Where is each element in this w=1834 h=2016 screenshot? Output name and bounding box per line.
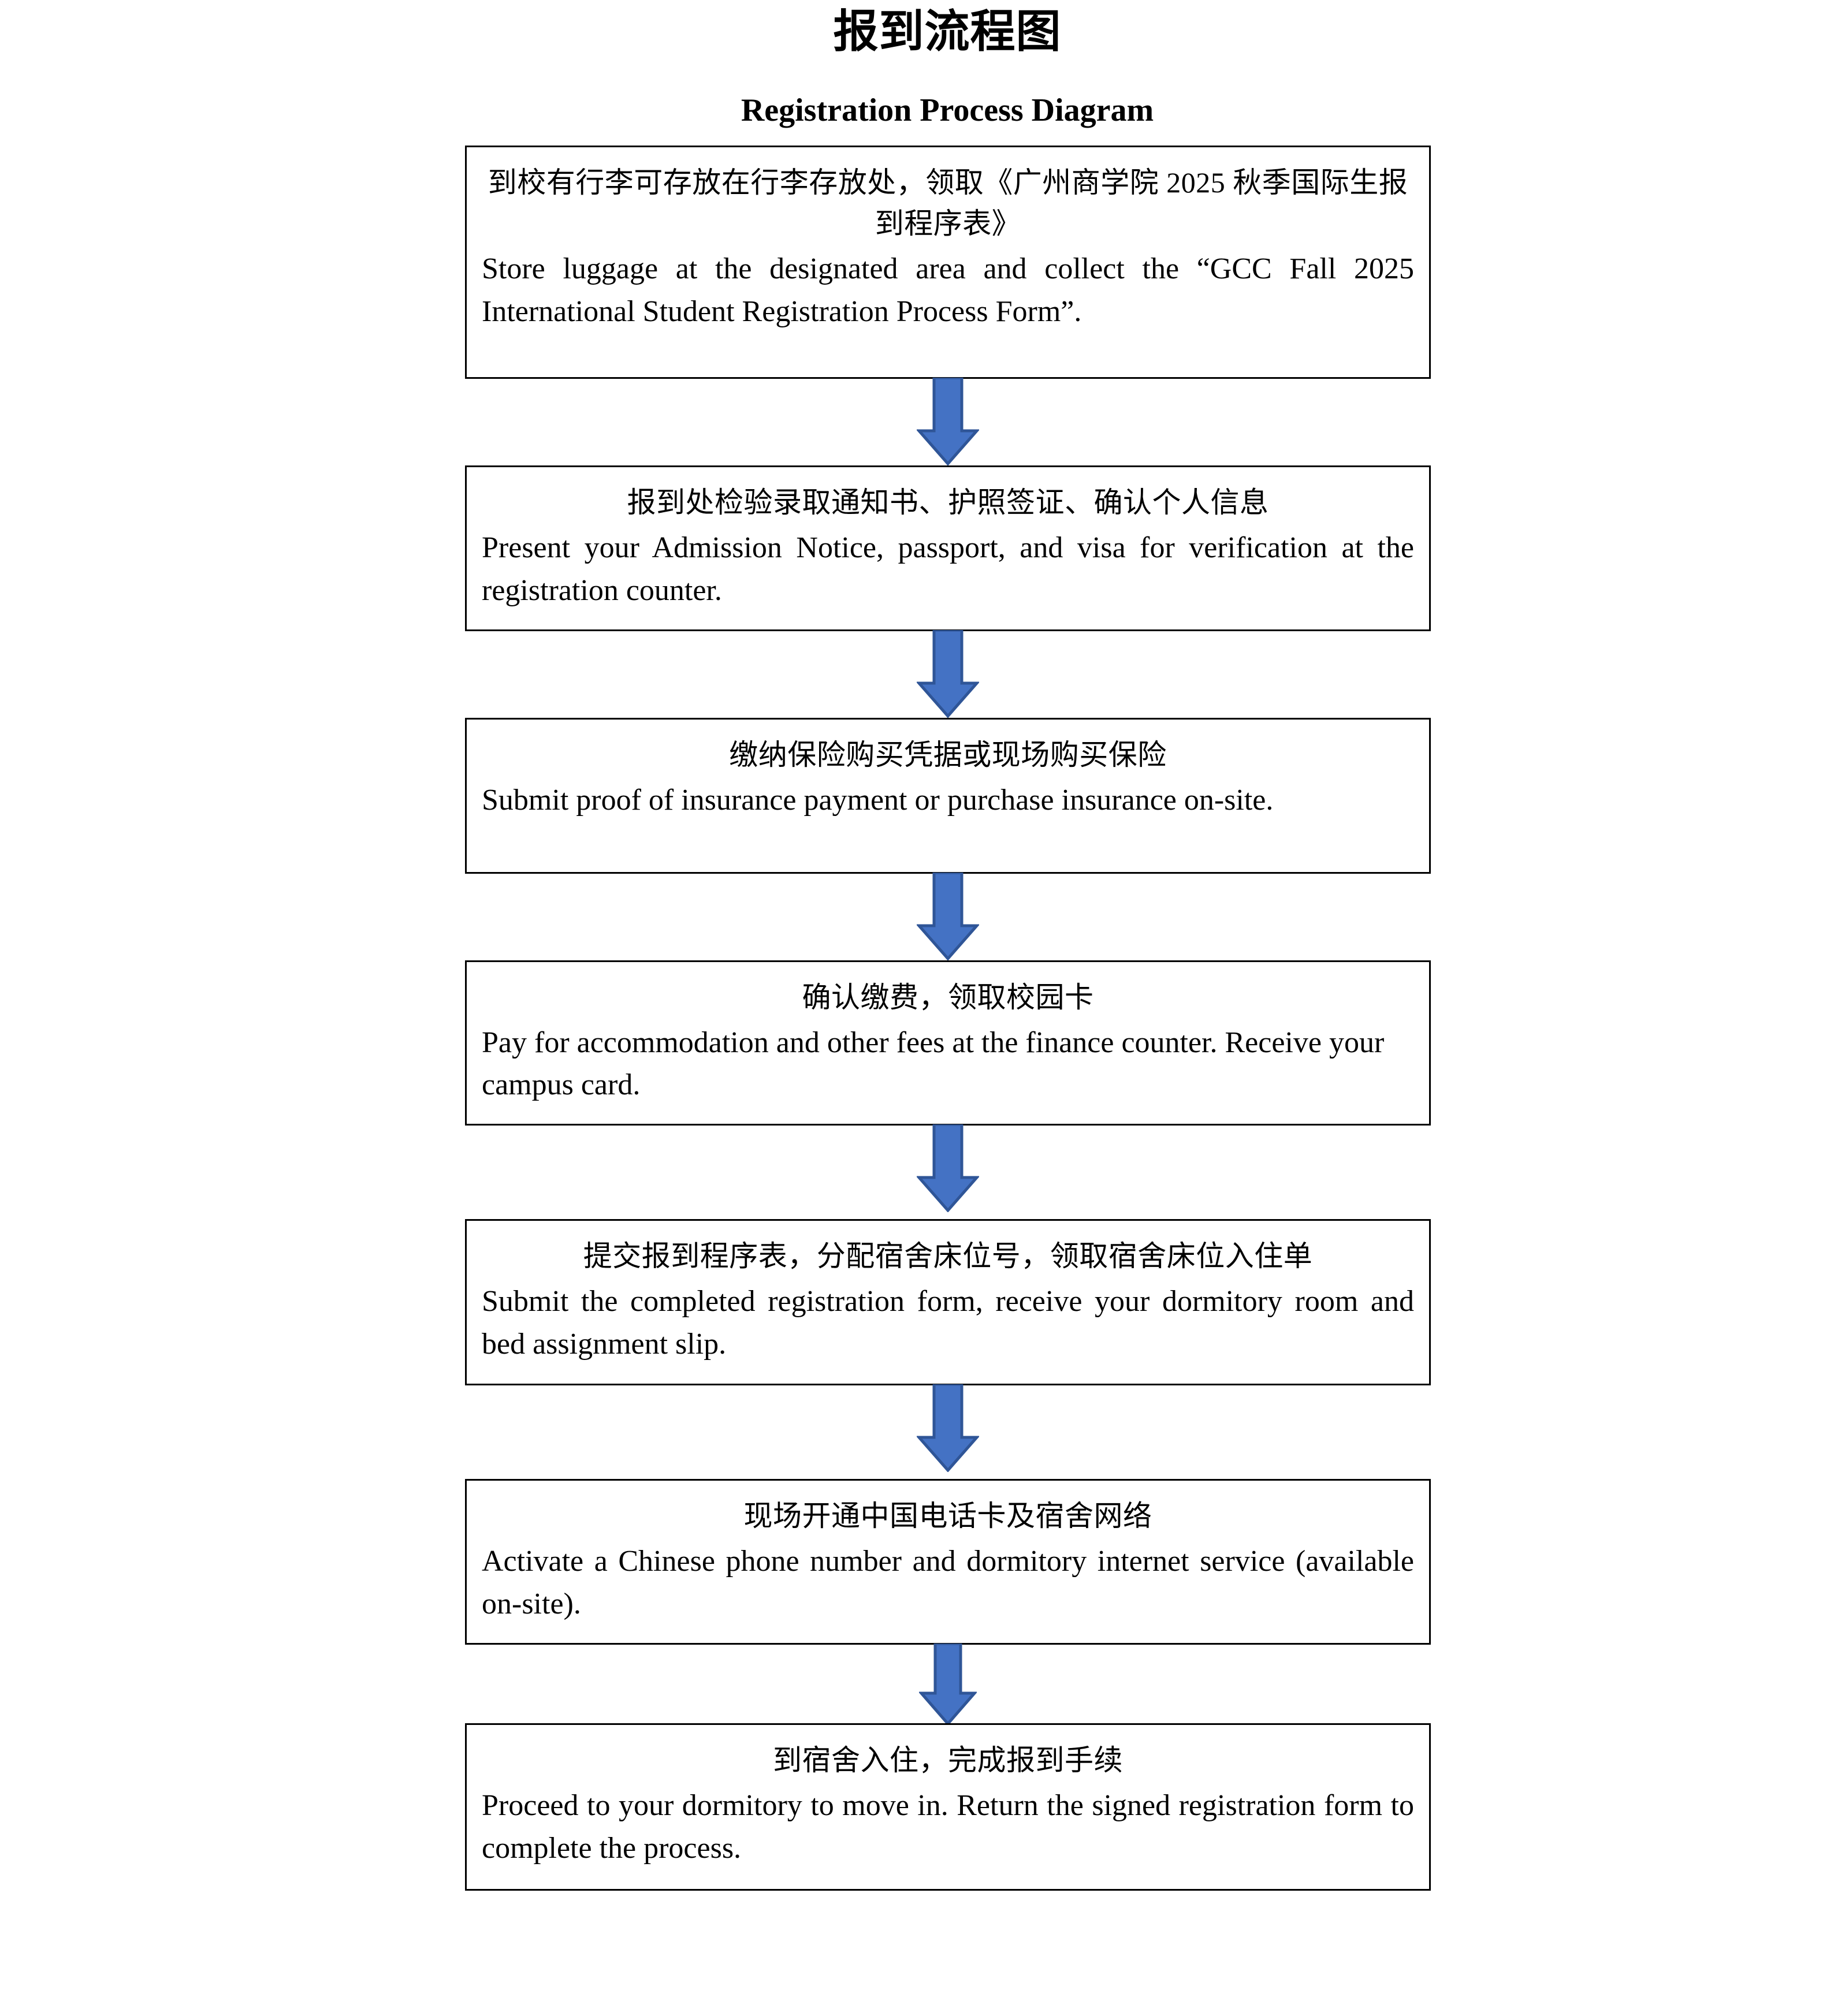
step-1-text-chinese: 到校有行李可存放在行李存放处，领取《广州商学院 2025 秋季国际生报到程序表》 <box>488 166 1408 240</box>
step-5-text-english: Submit the completed registration form, … <box>482 1285 1414 1361</box>
step-5-text-chinese: 提交报到程序表，分配宿舍床位号，领取宿舍床位入住单 <box>583 1240 1313 1273</box>
step-4-text-english: Pay for accommodation and other fees at … <box>482 1026 1385 1102</box>
step-2-text-chinese: 报到处检验录取通知书、护照签证、确认个人信息 <box>627 486 1269 519</box>
connector-3-to-4 <box>465 872 1431 960</box>
arrow-down-icon <box>917 1384 979 1473</box>
connector-2-to-3 <box>465 629 1431 718</box>
connector-5-to-6 <box>465 1384 1431 1479</box>
step-7-text-chinese: 到宿舍入住，完成报到手续 <box>773 1743 1123 1776</box>
connector-6-to-7 <box>465 1643 1431 1726</box>
process-step-7: 到宿舍入住，完成报到手续 Proceed to your dormitory t… <box>465 1723 1431 1891</box>
arrow-down-icon <box>919 1643 977 1726</box>
process-step-5: 提交报到程序表，分配宿舍床位号，领取宿舍床位入住单 Submit the com… <box>465 1219 1431 1386</box>
step-1-text-english: Store luggage at the designated area and… <box>482 252 1414 328</box>
step-6-text-english: Activate a Chinese phone number and dorm… <box>482 1545 1414 1621</box>
page-title-chinese: 报到流程图 <box>833 6 1062 57</box>
arrow-down-icon <box>917 872 979 960</box>
step-3-text-english: Submit proof of insurance payment or pur… <box>482 783 1274 817</box>
process-step-2: 报到处检验录取通知书、护照签证、确认个人信息 Present your Admi… <box>465 465 1431 631</box>
page-title-english: Registration Process Diagram <box>741 92 1154 128</box>
step-2-text-english: Present your Admission Notice, passport,… <box>482 531 1414 607</box>
step-6-text-chinese: 现场开通中国电话卡及宿舍网络 <box>743 1500 1152 1533</box>
step-4-text-chinese: 确认缴费，领取校园卡 <box>802 981 1094 1013</box>
connector-4-to-5 <box>465 1124 1431 1219</box>
arrow-down-icon <box>917 1124 979 1213</box>
process-step-1: 到校有行李可存放在行李存放处，领取《广州商学院 2025 秋季国际生报到程序表》… <box>465 146 1431 379</box>
process-step-6: 现场开通中国电话卡及宿舍网络 Activate a Chinese phone … <box>465 1479 1431 1645</box>
connector-1-to-2 <box>465 378 1431 465</box>
process-flow-column: 到校有行李可存放在行李存放处，领取《广州商学院 2025 秋季国际生报到程序表》… <box>465 146 1431 1891</box>
arrow-down-icon <box>917 378 979 465</box>
process-step-3: 缴纳保险购买凭据或现场购买保险 Submit proof of insuranc… <box>465 717 1431 874</box>
arrow-down-icon <box>917 629 979 718</box>
process-step-4: 确认缴费，领取校园卡 Pay for accommodation and oth… <box>465 960 1431 1126</box>
step-7-text-english: Proceed to your dormitory to move in. Re… <box>482 1788 1414 1865</box>
step-3-text-chinese: 缴纳保险购买凭据或现场购买保险 <box>729 738 1167 771</box>
